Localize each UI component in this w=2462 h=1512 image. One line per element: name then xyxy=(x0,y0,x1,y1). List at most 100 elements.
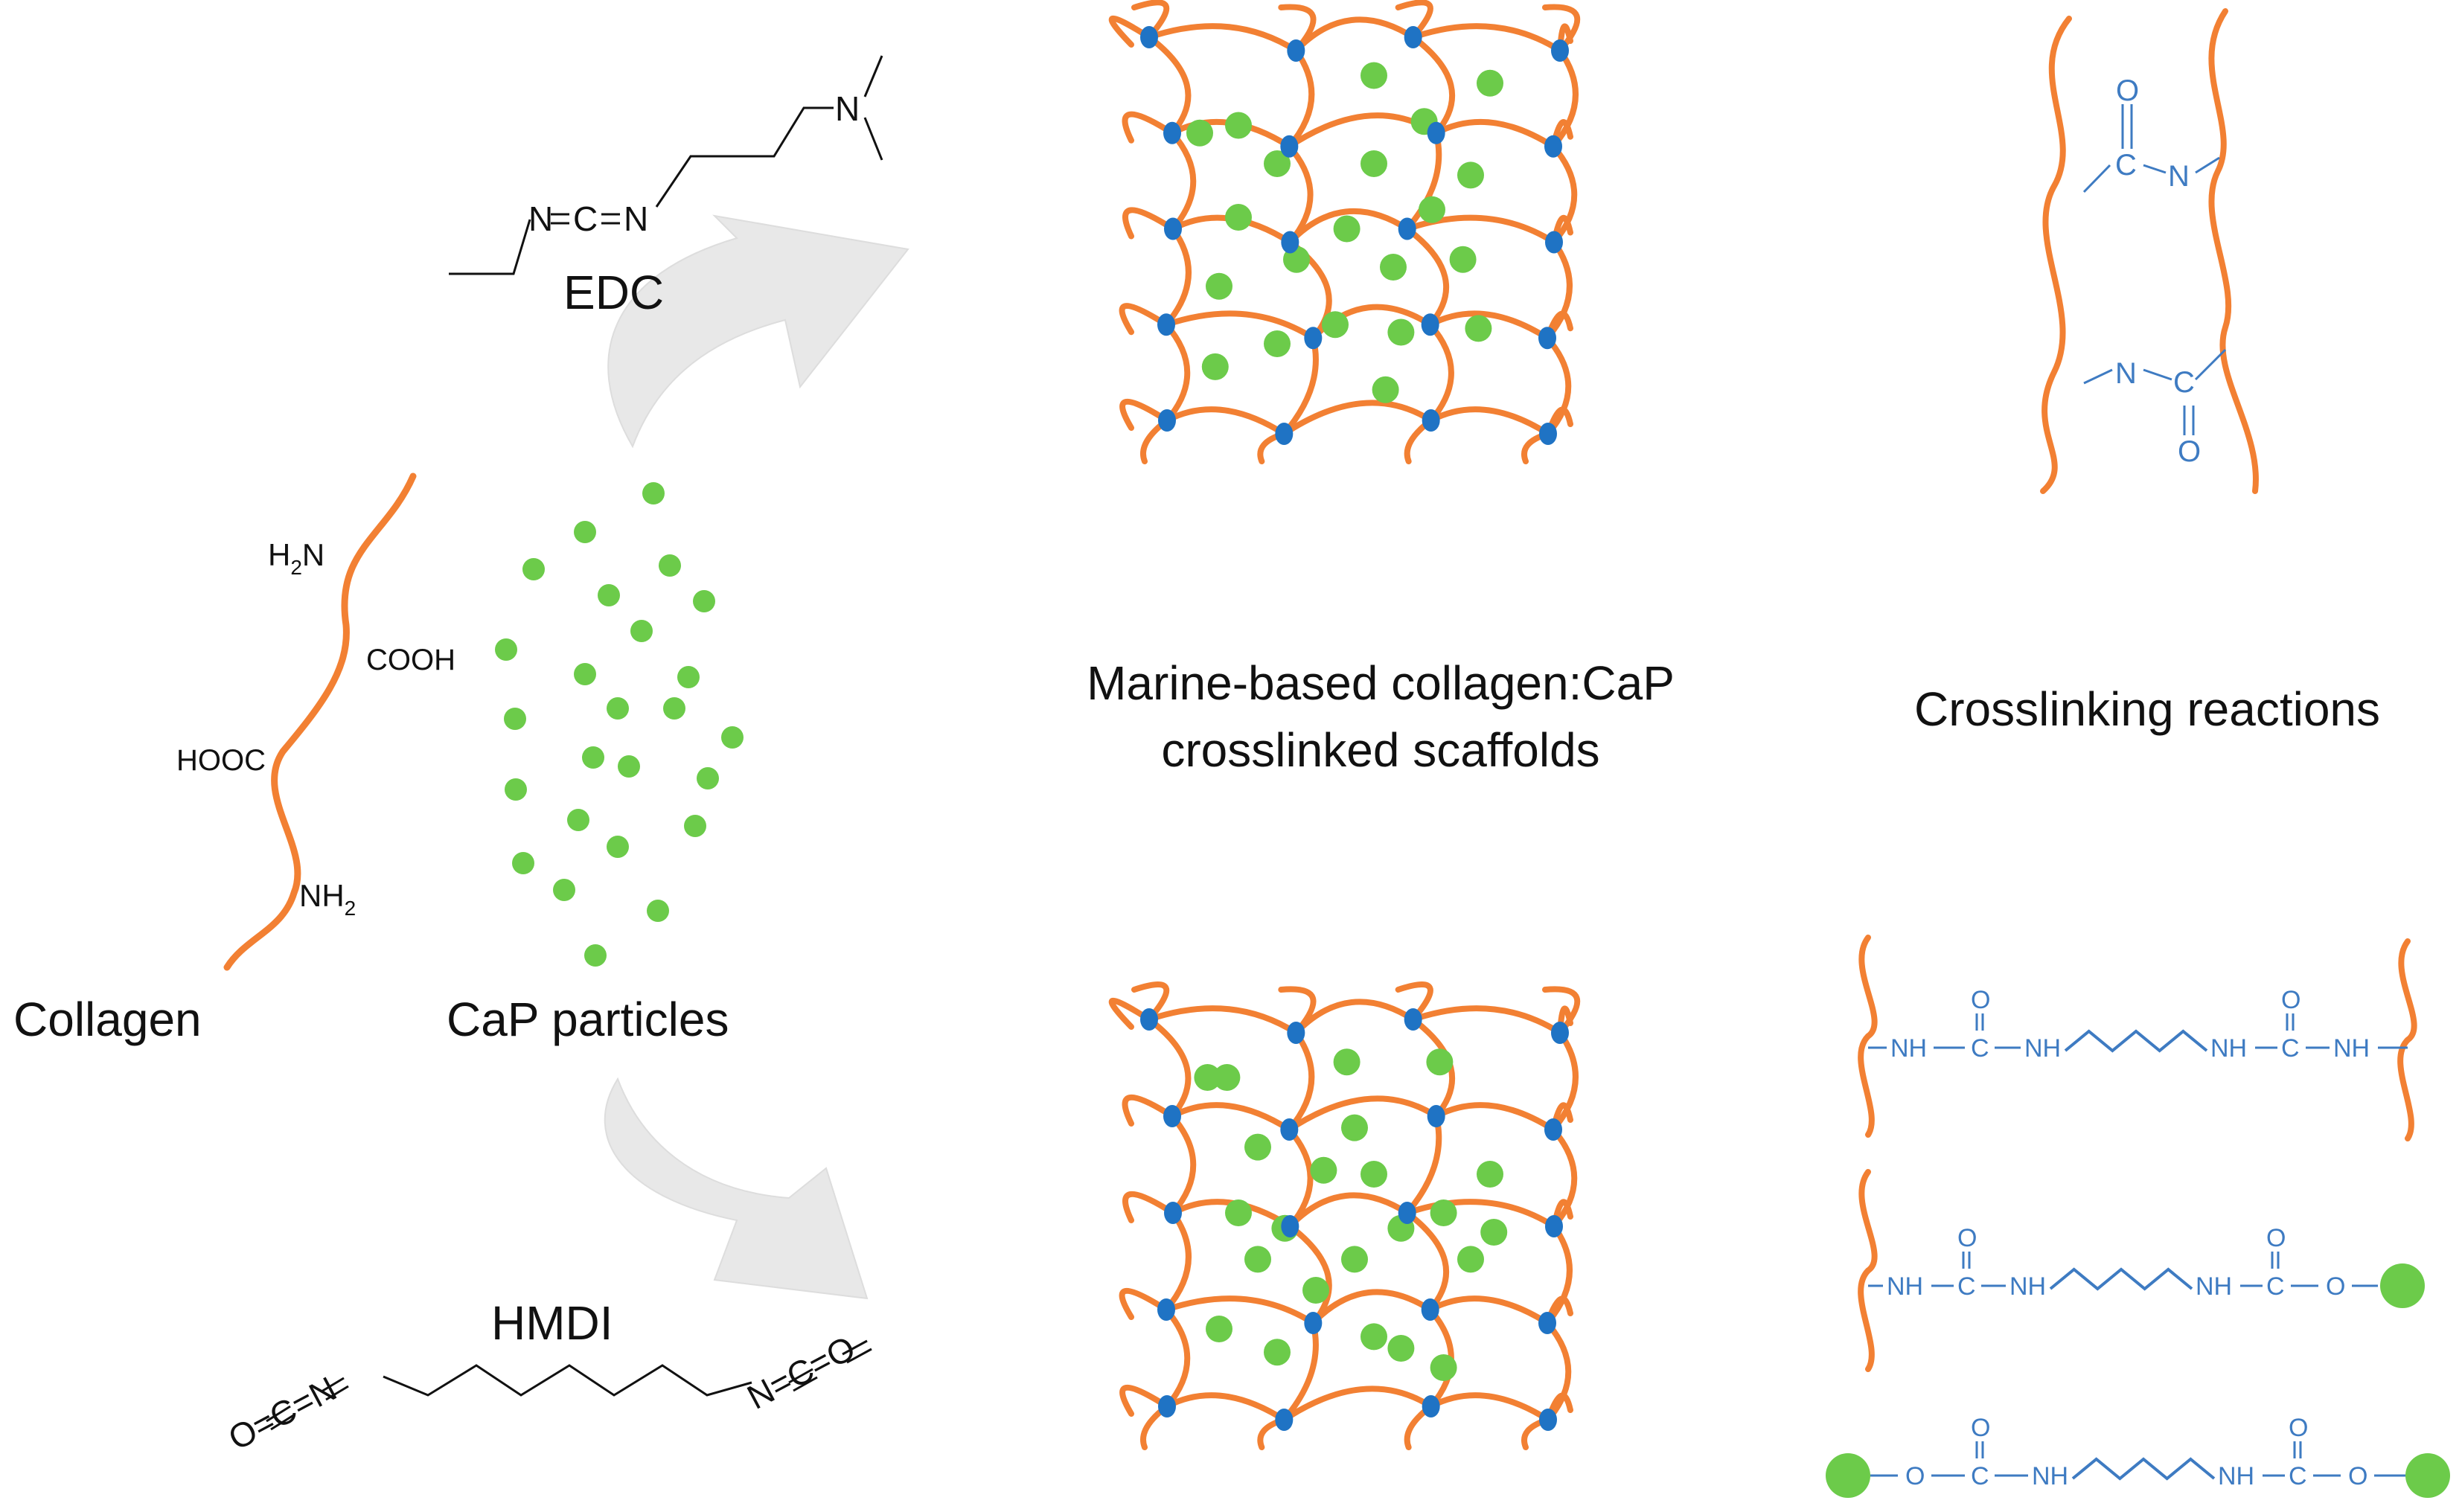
crosslink-node xyxy=(1140,1008,1158,1031)
crosslink-node xyxy=(1544,1118,1562,1141)
amide-nh: NH xyxy=(1887,1272,1923,1301)
crosslink-node xyxy=(1287,1022,1305,1044)
cap-particle xyxy=(1449,246,1477,273)
cap-particle xyxy=(598,584,620,606)
cap-particle xyxy=(1477,69,1503,97)
cap-particle xyxy=(677,666,700,688)
cap-particle xyxy=(1264,150,1291,177)
crosslink-node xyxy=(1427,121,1445,144)
amide-nh: NH xyxy=(2032,1462,2068,1490)
cap-particle xyxy=(1264,1339,1291,1366)
crosslink-node xyxy=(1398,217,1416,240)
collagen-label: Collagen xyxy=(13,993,202,1046)
crosslink-node xyxy=(1304,327,1323,350)
edc-rx-c-top: C xyxy=(2115,149,2137,182)
edc-rx-o-top: O xyxy=(2116,74,2139,107)
cap-particle xyxy=(495,638,517,661)
cap-particle xyxy=(1225,112,1252,139)
collagen-fiber xyxy=(1119,1288,1573,1328)
crosslink-node xyxy=(1545,231,1563,254)
cap-particle xyxy=(522,558,545,580)
crosslink-node xyxy=(1275,423,1294,445)
amide-nh: NH xyxy=(1890,1034,1927,1063)
cap-particle xyxy=(1826,1453,1870,1498)
crosslink-node xyxy=(1421,1298,1439,1321)
carbonyl-oxygen: O xyxy=(2281,986,2300,1014)
ester-oxygen: O xyxy=(2348,1462,2367,1490)
crosslink-node xyxy=(1140,26,1158,48)
collagen-fiber xyxy=(1131,981,1197,1450)
hmdi-crosslinked-scaffold xyxy=(1108,981,1581,1450)
cap-particle xyxy=(582,746,604,769)
cap-particle xyxy=(1457,1246,1484,1273)
crosslink-node xyxy=(1427,1105,1445,1127)
cap-particle xyxy=(1302,1277,1329,1304)
carbonyl-carbon: C xyxy=(1971,1462,1989,1490)
cap-particle xyxy=(697,767,719,789)
crosslink-node xyxy=(1422,1395,1440,1418)
edc-atom-n1: N xyxy=(528,199,553,238)
collagen-fiber xyxy=(1119,1385,1573,1425)
hmdi-left-group: O=C=N xyxy=(222,1369,342,1458)
collagen-fiber xyxy=(1119,399,1573,439)
cap-particle xyxy=(1477,1161,1503,1188)
cap-particle xyxy=(1341,1246,1368,1273)
crosslink-node xyxy=(1551,39,1569,62)
cap-particle xyxy=(607,697,629,720)
collagen-strand-end xyxy=(1858,1169,1878,1372)
collagen-fiber xyxy=(1122,1191,1573,1231)
hooc-group: HOOC xyxy=(176,744,266,777)
nh2-group-nh: NH xyxy=(299,878,345,913)
collagen-strand-end xyxy=(1858,935,1878,1138)
edc-molecule: N C N N xyxy=(449,55,883,275)
edc-atom-n3: N xyxy=(835,89,860,128)
crosslink-node xyxy=(1404,26,1422,48)
cap-particle xyxy=(1361,150,1387,177)
carbonyl-oxygen: O xyxy=(2289,1414,2308,1442)
edc-rx-n-top: N xyxy=(2168,160,2190,193)
crosslink-node xyxy=(1163,121,1181,144)
crosslink-node xyxy=(1280,1118,1299,1141)
crosslink-node xyxy=(1404,1008,1422,1031)
cap-particle xyxy=(512,852,534,874)
cap-particle xyxy=(553,879,575,901)
crosslink-node xyxy=(1281,231,1299,254)
crosslink-node xyxy=(1538,327,1556,350)
cap-particle xyxy=(1341,1114,1368,1141)
edc-rx-o-bottom: O xyxy=(2178,435,2201,468)
cap-particle xyxy=(1206,272,1232,300)
cap-particle xyxy=(567,809,589,831)
cap-particle xyxy=(1322,311,1349,339)
crosslink-node xyxy=(1158,409,1176,432)
cap-particle xyxy=(1201,353,1229,380)
cap-particle xyxy=(1387,1335,1415,1362)
cap-particle xyxy=(1430,1199,1457,1226)
cap-particle xyxy=(659,554,681,577)
cap-particle xyxy=(584,944,607,967)
crosslink-node xyxy=(1538,1312,1556,1334)
carbonyl-carbon: C xyxy=(2266,1272,2285,1301)
cap-particle xyxy=(607,836,629,858)
cap-particle xyxy=(1419,196,1445,223)
edc-crosslink-reaction: O C N N C O xyxy=(2040,8,2259,494)
carbonyl-oxygen: O xyxy=(1971,1414,1990,1442)
edc-label: EDC xyxy=(563,266,664,319)
svg-text:H2N: H2N xyxy=(268,537,324,579)
crosslink-node xyxy=(1157,1298,1175,1321)
amide-nh: NH xyxy=(2009,1272,2046,1301)
carbonyl-carbon: C xyxy=(1971,1034,1989,1063)
cap-particle xyxy=(1380,254,1407,281)
carbonyl-oxygen: O xyxy=(2266,1224,2286,1252)
cap-particle xyxy=(1264,330,1291,357)
cap-particle xyxy=(647,900,669,922)
edc-crosslinked-scaffold xyxy=(1108,0,1581,464)
cap-particle xyxy=(1426,1048,1454,1076)
cap-particle xyxy=(684,815,706,837)
amide-nh: NH xyxy=(2218,1462,2254,1490)
cap-particle xyxy=(574,521,596,543)
cap-particle xyxy=(1480,1219,1508,1246)
crosslink-node xyxy=(1545,1215,1563,1237)
hmdi-label: HMDI xyxy=(491,1296,613,1350)
